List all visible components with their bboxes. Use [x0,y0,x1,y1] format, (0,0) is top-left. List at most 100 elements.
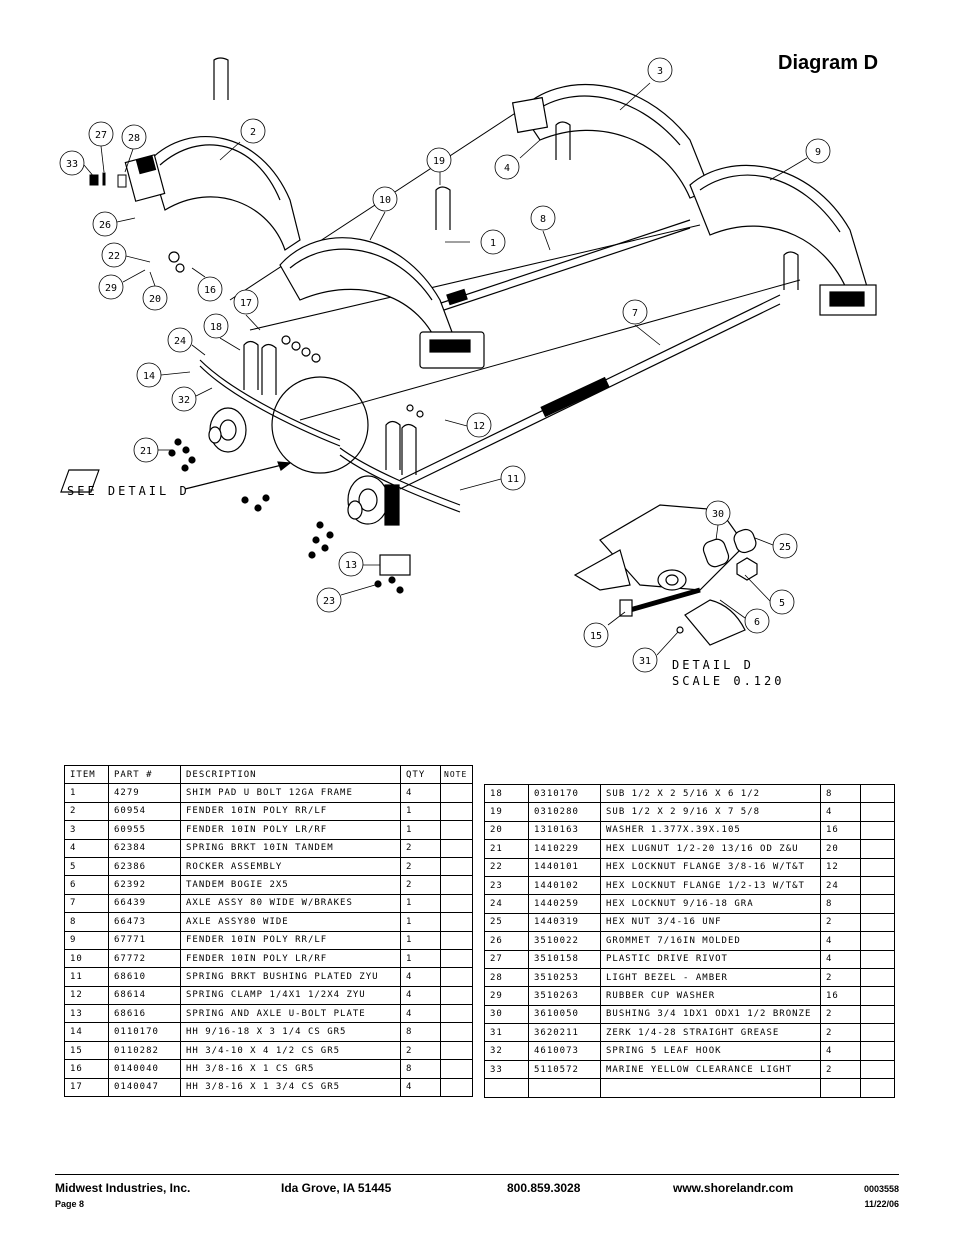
callout-29: 29 [98,269,146,300]
cell-item: 33 [484,1059,529,1080]
cell-item: 7 [64,893,109,914]
svg-text:28: 28 [128,133,140,144]
footer-page: Page 8 [55,1199,85,1209]
cell-qty: 8 [400,1059,441,1079]
footer-date: 11/22/06 [864,1199,899,1209]
cell-part: 1440102 [528,875,601,896]
cell-description: HH 3/4-10 X 4 1/2 CS GR5 [180,1040,401,1061]
svg-text:4: 4 [504,163,510,174]
svg-text:22: 22 [108,251,120,262]
cell-qty: 1 [400,820,441,840]
cell-part: 1440101 [528,857,601,877]
axle-assembly-8 [419,219,691,319]
exploded-assembly-diagram: 1 2 3 4 5 6 7 8 9 10 11 12 13 14 15 16 1… [59,57,877,688]
cell-item: 31 [484,1023,529,1043]
callout-33: 33 [59,150,96,179]
cell-note [860,1004,895,1025]
cell-description: SPRING AND AXLE U-BOLT PLATE [180,1004,401,1024]
cell-item: 5 [64,856,109,877]
callout-4: 4 [494,139,541,180]
cell-note [440,1004,473,1024]
cell-item: 12 [64,985,109,1006]
svg-text:26: 26 [99,220,111,231]
cell-description: HEX NUT 3/4-16 UNF [600,912,821,933]
cell-part: 68616 [108,1004,181,1024]
cell-qty: 4 [400,1077,441,1098]
svg-text:7: 7 [632,308,638,319]
cell-note [440,856,473,877]
axle-assembly-7 [399,294,781,490]
svg-text:14: 14 [143,371,155,382]
cell-qty: 1 [400,893,441,914]
cell-item: 26 [484,931,529,951]
u-bolt-plate-13 [60,469,411,576]
svg-text:2: 2 [250,127,256,138]
footer-location: Ida Grove, IA 51445 [281,1181,392,1195]
cell-qty: 16 [820,986,861,1006]
cell-item: 20 [484,820,529,841]
cell-qty: 1 [400,948,441,969]
svg-text:33: 33 [66,159,78,170]
cell-qty: 2 [820,912,861,933]
callout-13: 13 [338,551,380,577]
cell-description: HEX LOCKNUT FLANGE 1/2-13 W/T&T [600,875,821,896]
cell-qty: 4 [820,1041,861,1061]
cell-description: SPRING 5 LEAF HOOK [600,1041,821,1061]
cell-description: SHIM PAD U BOLT 12GA FRAME [180,783,401,803]
svg-text:21: 21 [140,446,152,457]
cell-note [860,986,895,1006]
cell-description: HEX LUGNUT 1/2-20 13/16 OD Z&U [600,839,821,859]
cell-item: 24 [484,894,529,914]
u-bolt-18 [243,121,799,475]
cell-part: 0310170 [528,783,601,804]
cell-part [528,1078,601,1098]
cell-part: 60955 [108,820,181,840]
detail-d-view [573,504,758,646]
callout-14: 14 [136,362,191,388]
cell-item: 28 [484,967,529,988]
svg-text:6: 6 [754,617,760,628]
callout-7: 7 [622,299,661,346]
cell-description: HEX LOCKNUT FLANGE 3/8-16 W/T&T [600,857,821,877]
cell-description: ZERK 1/4-28 STRAIGHT GREASE [600,1023,821,1043]
cell-description: SPRING BRKT 10IN TANDEM [180,838,401,858]
callout-17: 17 [233,289,261,331]
cell-qty: 24 [820,875,861,896]
cell-part: 3510263 [528,986,601,1006]
cell-part: 1440319 [528,912,601,933]
cell-item: 23 [484,875,529,896]
cell-description: BUSHING 3/4 1DX1 ODX1 1/2 BRONZE [600,1004,821,1025]
detail-d-scale: SCALE 0.120 [672,674,784,688]
cell-note [860,1023,895,1043]
svg-text:24: 24 [174,336,186,347]
cell-description: SPRING BRKT BUSHING PLATED ZYU [180,967,401,987]
callout-25: 25 [754,533,798,559]
callout-26: 26 [92,211,136,237]
cell-item: 11 [64,967,109,987]
svg-text:31: 31 [639,656,651,667]
cell-qty: 4 [820,802,861,822]
header-note: NOTE [440,764,473,785]
cell-qty: 4 [400,1004,441,1024]
callout-12: 12 [444,412,492,438]
cell-item: 18 [484,783,529,804]
cell-item: 30 [484,1004,529,1025]
cell-note [860,931,895,951]
svg-text:17: 17 [240,298,252,309]
u-bolt-19 [213,57,451,230]
cell-note [440,893,473,914]
header-qty: QTY [400,764,441,785]
callout-16: 16 [191,267,223,302]
cell-qty: 16 [820,820,861,841]
cell-qty: 12 [820,857,861,877]
